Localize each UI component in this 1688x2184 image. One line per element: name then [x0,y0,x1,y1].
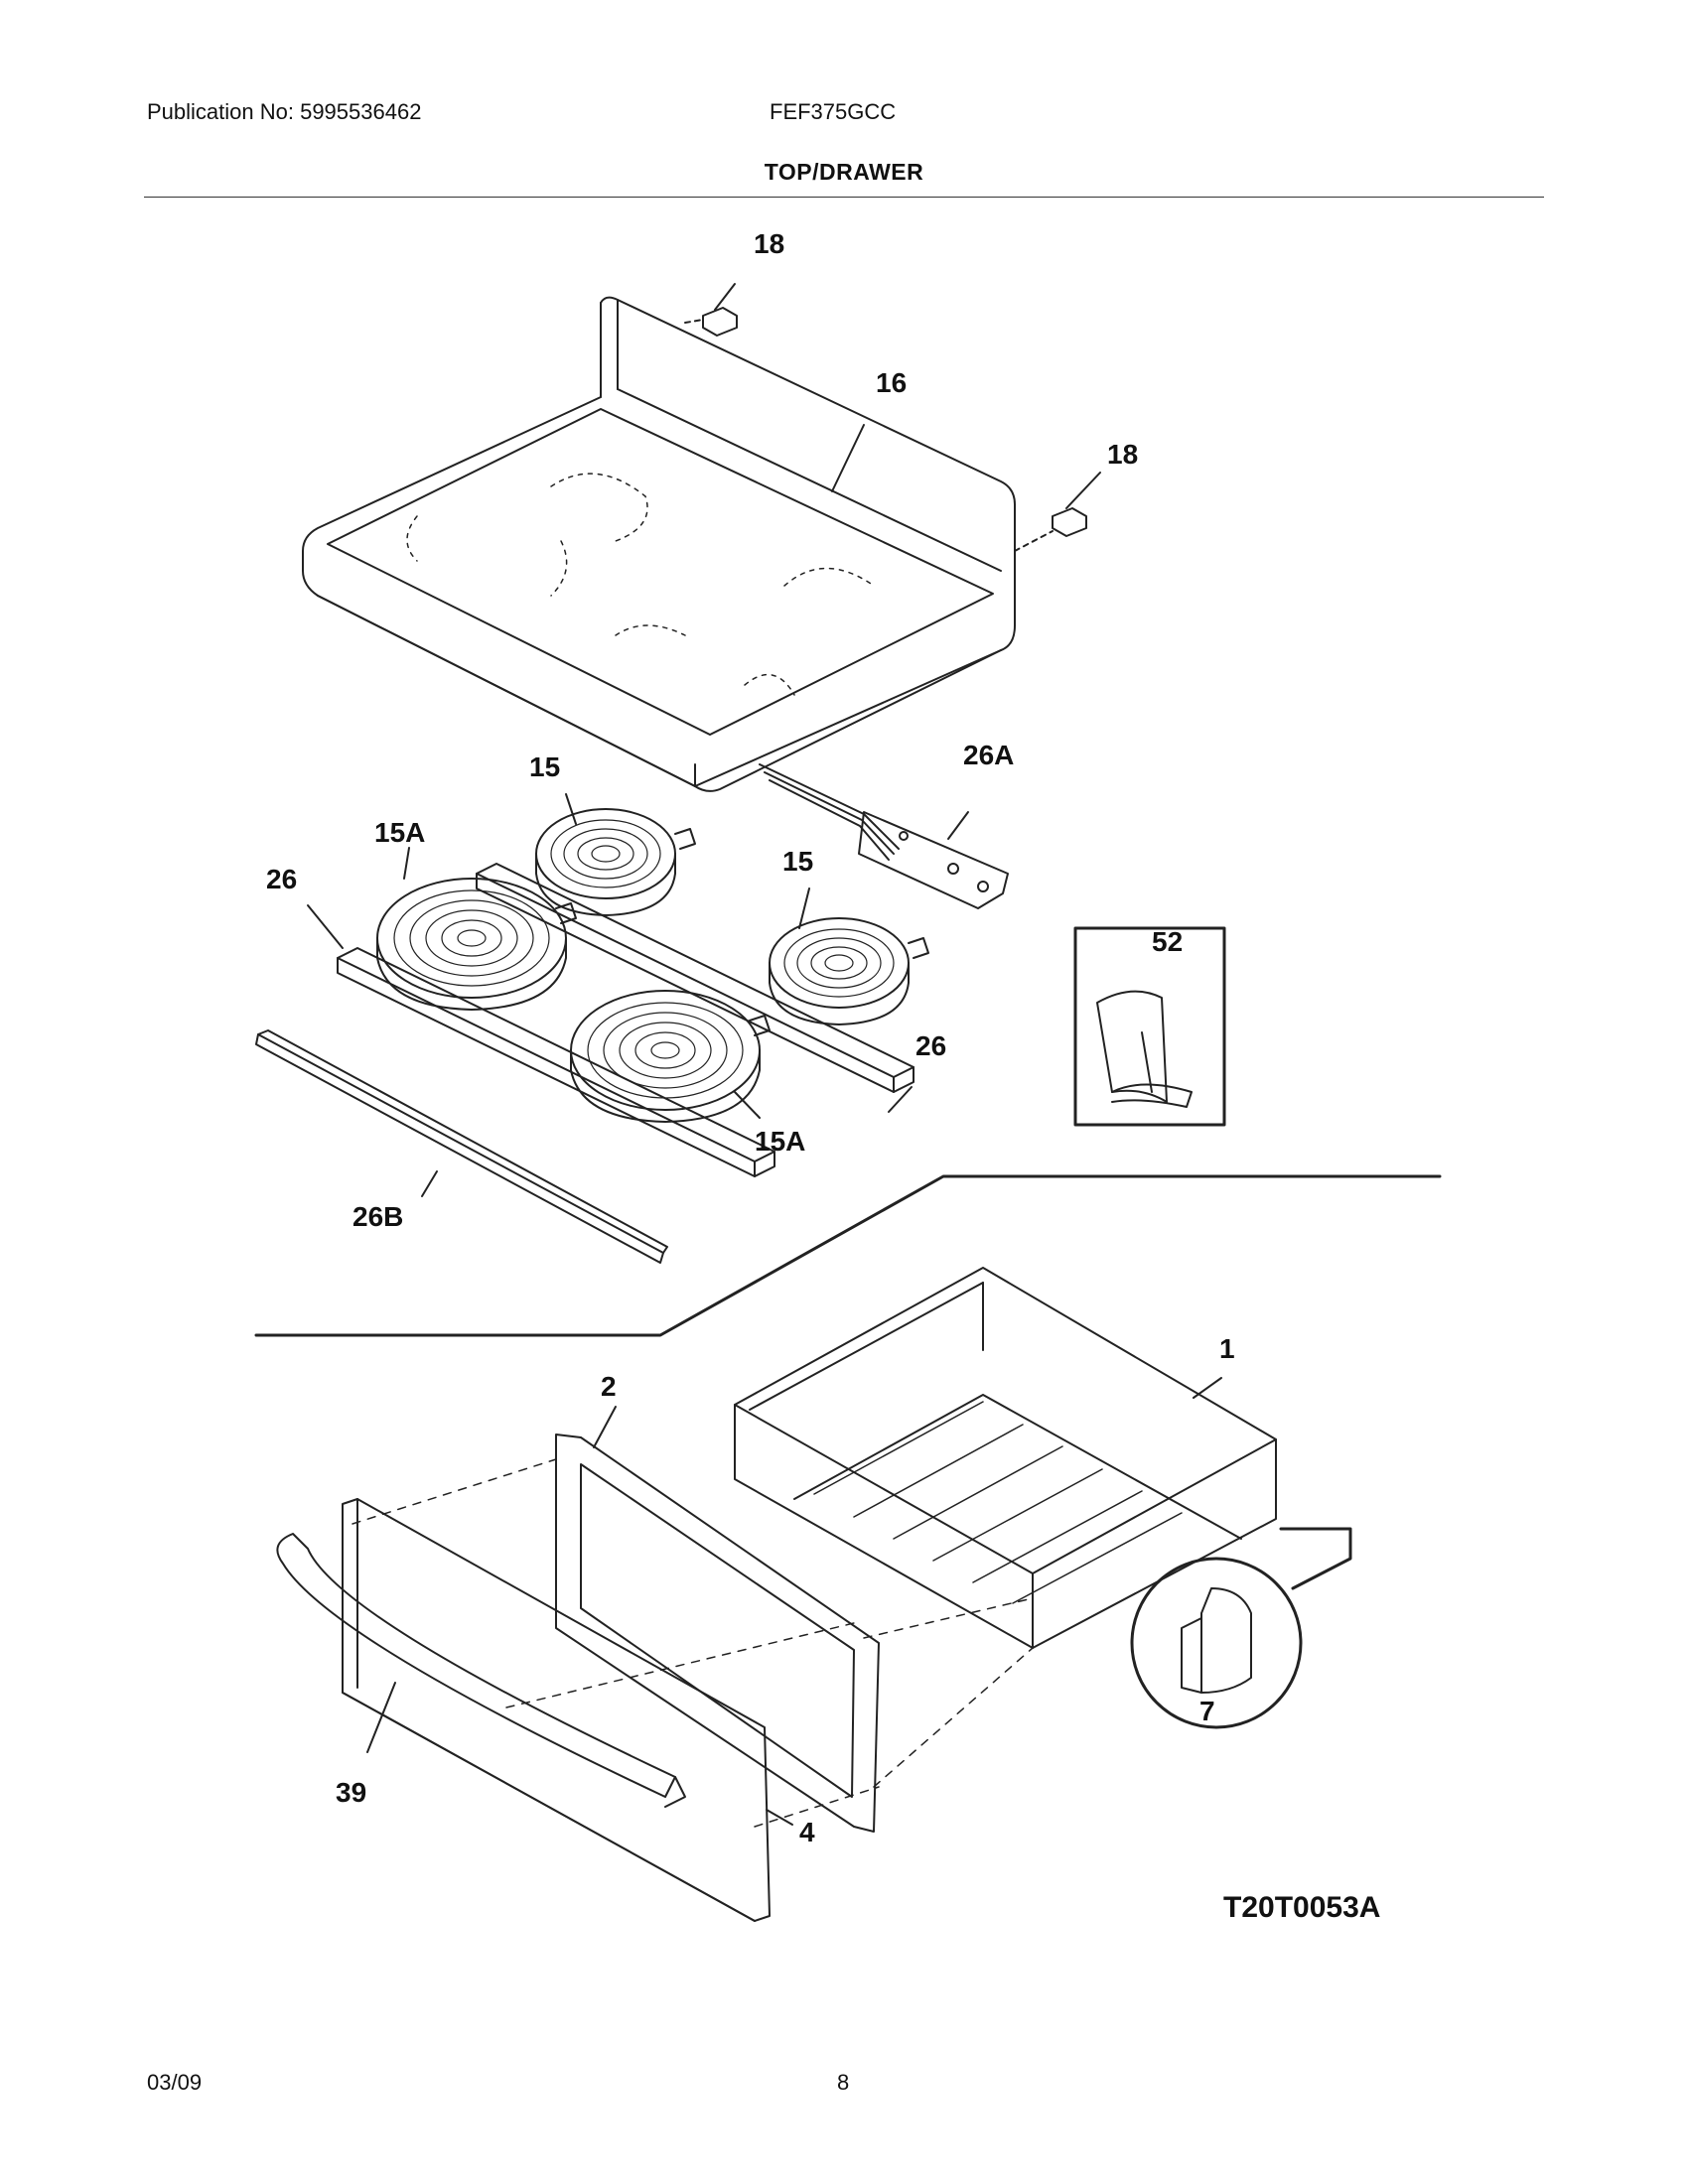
surface-element-large-left [376,878,577,1011]
model-number: FEF375GCC [770,99,897,124]
callout-4: 4 [799,1817,815,1847]
section-title: TOP/DRAWER [764,159,924,185]
bracket-right [1014,472,1101,552]
callout-leaders [307,424,1222,1826]
support-rail-left [337,947,775,1177]
callout-26a: 26A [963,740,1014,770]
callout-15-front: 15 [782,846,813,877]
bracket-top [684,283,738,337]
drawer-handle [276,1533,686,1808]
drawer-front-panel [342,1498,771,1922]
callout-1: 1 [1219,1333,1235,1364]
header-rule [144,197,1544,198]
callout-15-rear: 15 [529,751,560,782]
section-separator [254,1174,1442,1337]
callout-52: 52 [1152,926,1183,957]
part-52-inset [1073,926,1226,1127]
surface-element-large-front [570,990,771,1123]
callout-39: 39 [336,1777,366,1808]
front-trim-strip [255,1029,668,1264]
assembly-guide-lines [352,1458,1034,1828]
page-number: 8 [837,2070,850,2095]
wiring-harness [759,763,1009,909]
callout-7: 7 [1199,1696,1215,1726]
cooktop-glass-top [302,296,1016,792]
surface-element-small-rear [535,808,696,916]
callout-18-right: 18 [1107,439,1138,470]
surface-element-small-front [769,917,929,1025]
callout-26-right: 26 [915,1030,946,1061]
callout-26b: 26B [352,1201,403,1232]
publication-number: Publication No: 5995536462 [147,99,422,124]
drawer-inner-panel [555,1433,880,1833]
diagram-code: T20T0053A [1223,1891,1381,1924]
drawer-body [734,1267,1277,1649]
callout-16: 16 [876,367,907,398]
callout-2: 2 [601,1371,617,1402]
callout-15a-left: 15A [374,817,425,848]
callout-18-top: 18 [754,228,784,259]
callout-15a-front: 15A [755,1126,805,1157]
part-7-inset [1130,1527,1352,1729]
footer-date: 03/09 [147,2070,203,2095]
callout-26-left: 26 [266,864,297,894]
support-rail-right [476,863,914,1093]
